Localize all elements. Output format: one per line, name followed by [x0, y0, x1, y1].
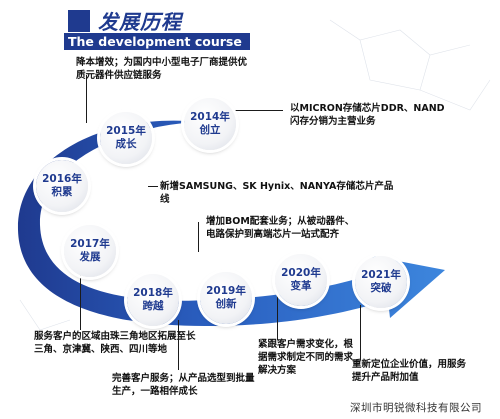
milestone-desc-2017: 增加BOM配套业务；从被动器件、电路保护到高端芯片一站式配齐 — [206, 216, 355, 240]
milestone-year: 2018年 — [133, 287, 173, 299]
milestone-year: 2015年 — [106, 125, 146, 137]
milestone-desc-2020: 紧跟客户需求变化，根据需求制定不同的需求解决方案 — [258, 339, 354, 376]
milestone-node-2021: 2021年 突破 — [355, 256, 407, 308]
connector-line — [277, 295, 278, 340]
milestone-node-2020: 2020年 变革 — [275, 254, 327, 306]
connector-line — [148, 186, 158, 187]
milestone-keyword: 积累 — [51, 186, 73, 198]
milestone-year: 2020年 — [281, 267, 321, 279]
milestone-keyword: 创立 — [199, 124, 221, 136]
company-footer: 深圳市明锐微科技有限公司 — [350, 402, 482, 414]
milestone-node-2018: 2018年 跨越 — [127, 274, 179, 326]
milestone-keyword: 突破 — [370, 282, 392, 294]
connector-line — [80, 270, 81, 330]
milestone-year: 2019年 — [206, 285, 246, 297]
connector-line — [178, 320, 179, 370]
milestone-node-2017: 2017年 发展 — [64, 225, 116, 277]
connector-line — [198, 222, 199, 252]
page-subtitle: The development course — [64, 33, 250, 50]
page-title: 发展历程 — [98, 10, 182, 34]
milestone-node-2015: 2015年 成长 — [100, 112, 152, 164]
milestone-desc-2016: 新增SAMSUNG、SK Hynix、NANYA存储芯片产品线 — [160, 181, 394, 205]
milestone-year: 2014年 — [190, 111, 230, 123]
milestone-desc-2015: 降本增效；为国内中小型电子厂商提供优质元器件供应链服务 — [76, 57, 248, 81]
connector-line — [233, 110, 283, 111]
milestone-desc-2019: 完善客户服务；从产品选型到批量生产，一路相伴成长 — [112, 373, 255, 397]
milestone-keyword: 发展 — [79, 251, 101, 263]
title-square-icon — [68, 10, 90, 32]
connector-line — [360, 305, 361, 360]
milestone-year: 2017年 — [70, 238, 110, 250]
milestone-keyword: 变革 — [290, 280, 312, 292]
milestone-desc-2018: 服务客户的区域由珠三角地区拓展至长三角、京津冀、陕西、四川等地 — [34, 331, 196, 355]
milestone-keyword: 跨越 — [142, 300, 164, 312]
title-block: 发展历程 The development course — [0, 0, 500, 56]
milestone-keyword: 成长 — [115, 138, 137, 150]
milestone-node-2014: 2014年 创立 — [184, 98, 236, 150]
milestone-keyword: 创新 — [215, 298, 237, 310]
connector-line — [86, 75, 87, 123]
milestone-year: 2021年 — [361, 269, 401, 281]
milestone-year: 2016年 — [42, 173, 82, 185]
milestone-desc-2014: 以MICRON存储芯片DDR、NAND闪存分销为主营业务 — [290, 103, 445, 127]
milestone-desc-2021: 重新定位企业价值，用服务提升产品附加值 — [352, 359, 467, 383]
milestone-node-2019: 2019年 创新 — [200, 272, 252, 324]
milestone-node-2016: 2016年 积累 — [36, 160, 88, 212]
